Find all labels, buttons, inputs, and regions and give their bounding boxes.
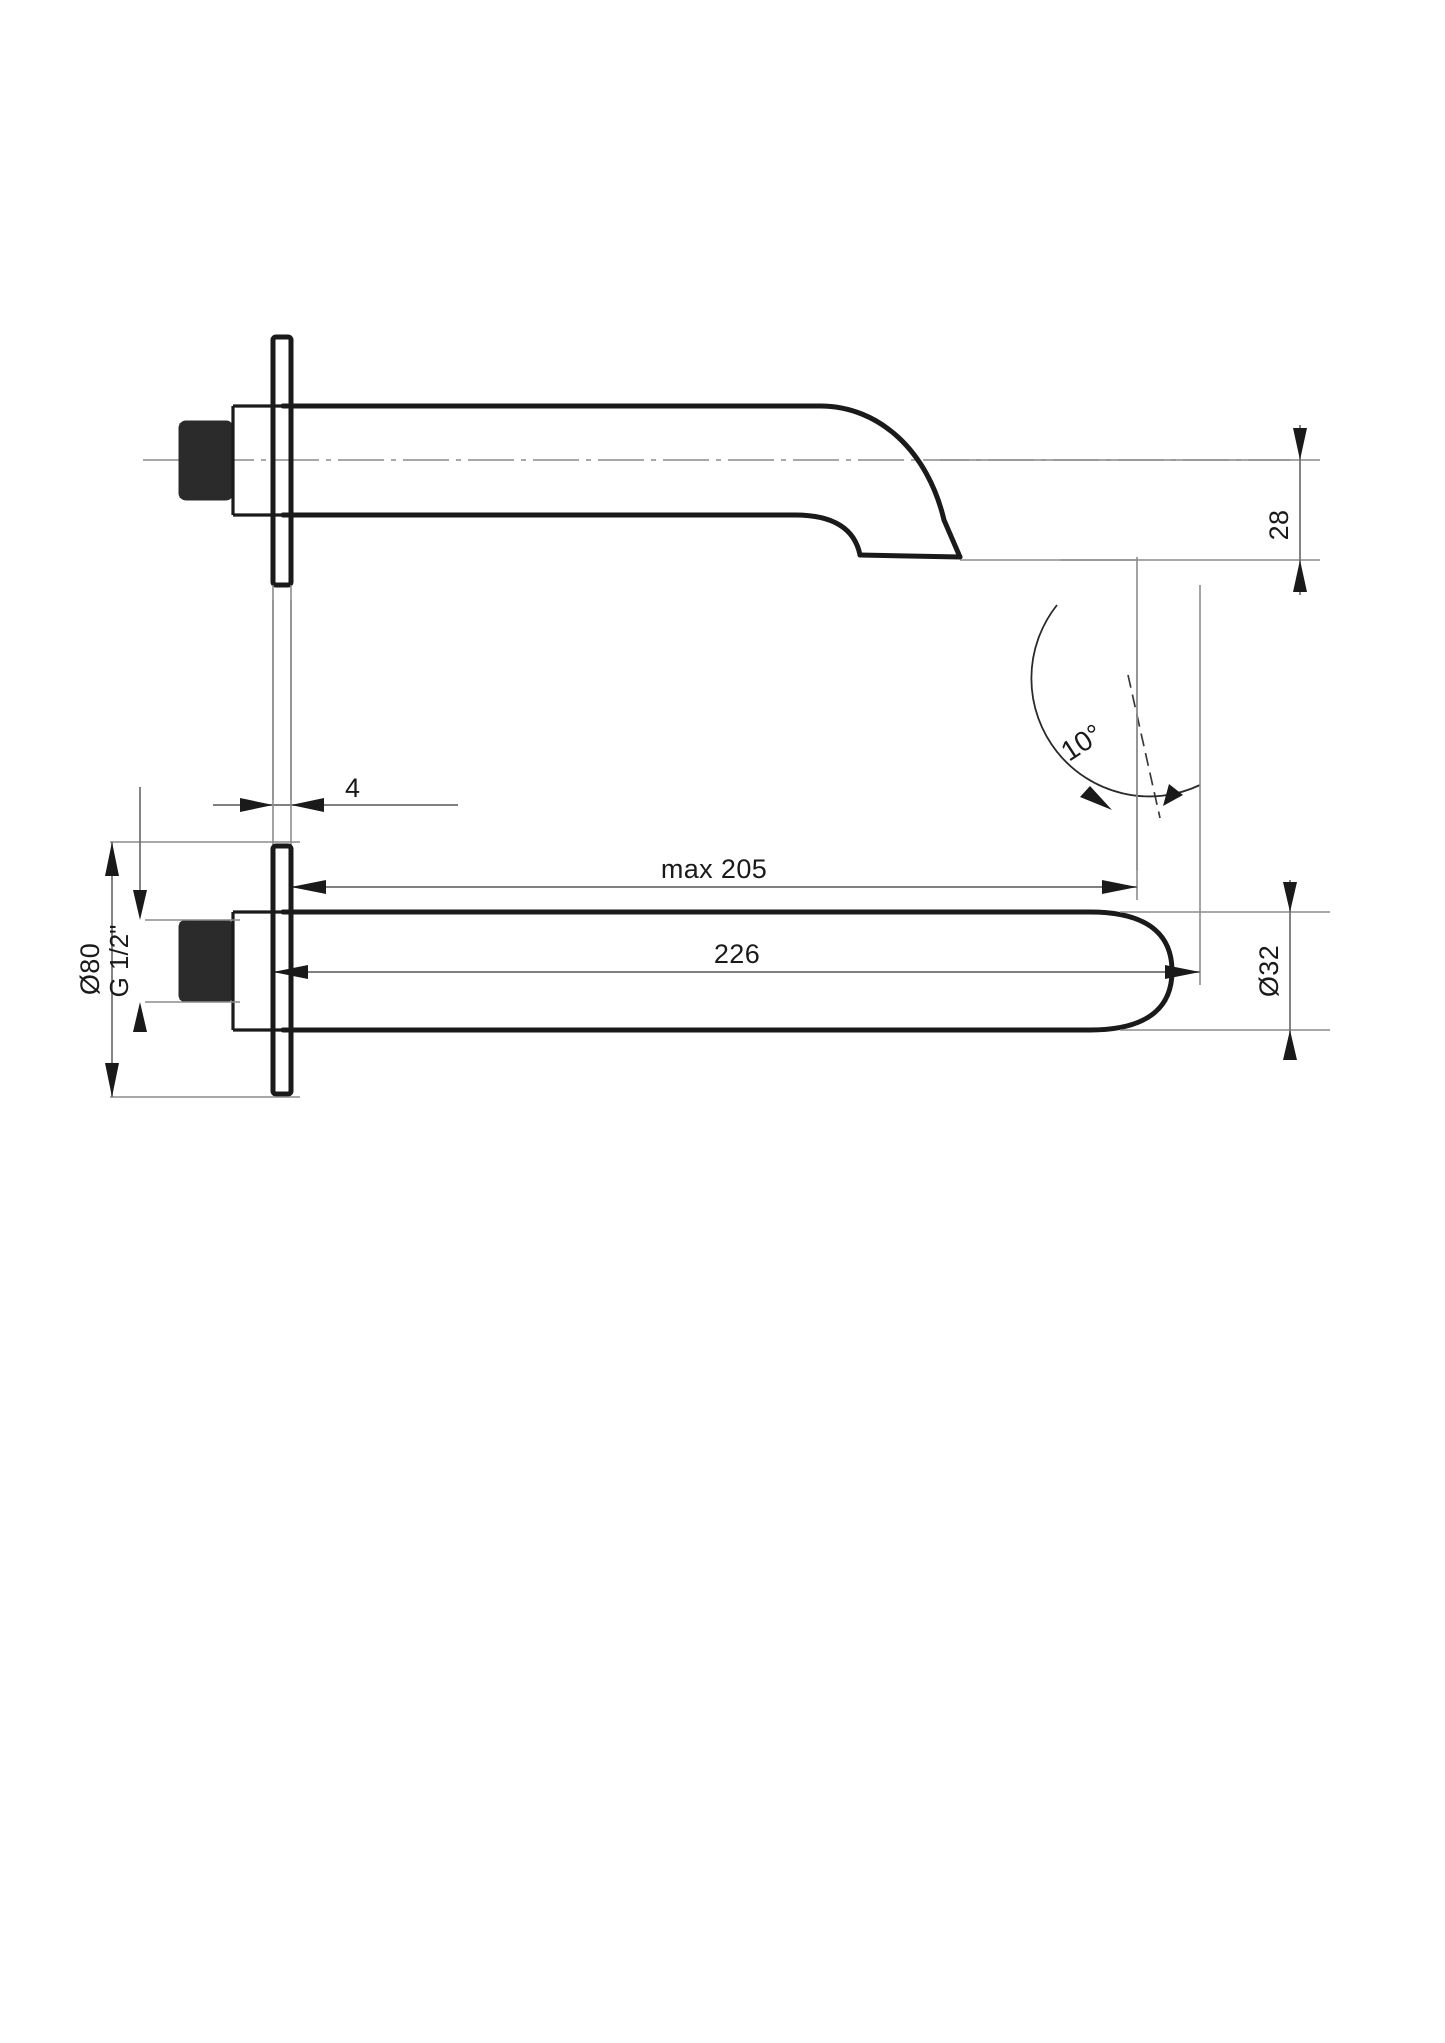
threaded-connector-side xyxy=(178,420,234,501)
dimension-projection-max205: max 205 xyxy=(291,854,1137,894)
angle-arc xyxy=(1030,604,1201,798)
spout-body-plan-profile xyxy=(280,909,1175,1033)
dimension-plate-diameter-d80: Ø80 xyxy=(75,841,300,1098)
dimension-overall-length-226: 226 xyxy=(273,939,1200,979)
spout-body-bottom-profile xyxy=(280,512,863,558)
dimension-label-max205: max 205 xyxy=(661,854,767,884)
spout-body-top-profile xyxy=(280,403,963,560)
spout-outlet-face xyxy=(857,552,963,560)
dimension-label-g12: G 1/2" xyxy=(104,925,134,998)
dimension-label-4: 4 xyxy=(345,773,360,803)
dimension-label-d32: Ø32 xyxy=(1254,945,1284,997)
leader-angle-normal xyxy=(1127,674,1161,819)
view-plan-top: Ø80 G 1/2" Ø32 xyxy=(75,787,1330,1098)
wall-flange-plate-side xyxy=(270,334,294,588)
view-side-elevation: 28 10° xyxy=(143,334,1320,985)
wall-flange-plate-plan xyxy=(270,843,294,1097)
dimension-outlet-angle-10deg: 10° xyxy=(1030,557,1201,870)
dimension-thread-size-g12: G 1/2" xyxy=(104,787,240,1032)
dimension-outlet-drop-28: 28 xyxy=(1264,425,1307,595)
threaded-connector-plan xyxy=(178,919,234,1003)
dimension-plate-thickness-4: 4 xyxy=(213,773,458,812)
dimension-label-226: 226 xyxy=(714,939,760,969)
dimension-body-diameter-d32: Ø32 xyxy=(1120,880,1330,1060)
dimension-label-d80: Ø80 xyxy=(75,943,105,995)
dimension-label-28: 28 xyxy=(1264,510,1294,541)
